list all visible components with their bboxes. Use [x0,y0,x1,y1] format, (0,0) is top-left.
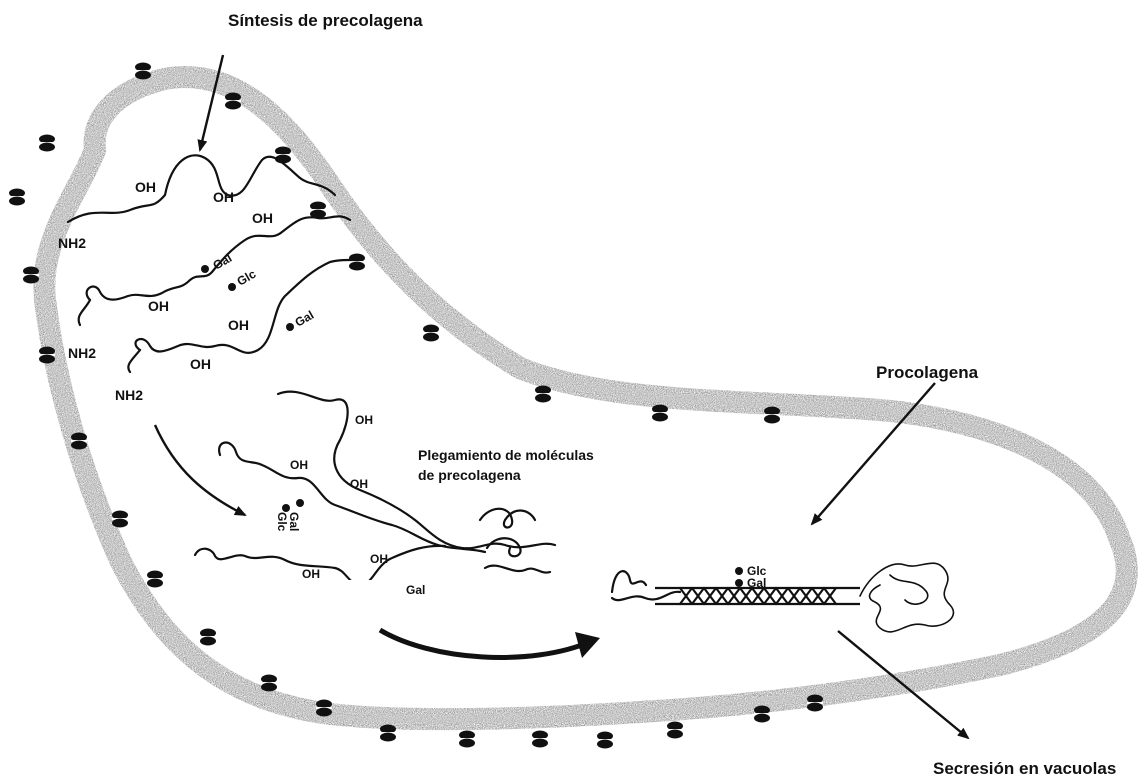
membrane-receptor-icon [225,93,241,110]
sugar-dot-icon [282,504,290,512]
membrane-receptor-icon [764,407,780,424]
membrane-receptor-icon [200,629,216,646]
membrane-receptor-icon [807,695,823,712]
membrane-receptor-icon [71,433,87,450]
membrane-receptor-icon [652,405,668,422]
membrane-receptor-icon [349,254,365,271]
nh2-label: NH2 [68,345,96,361]
membrane-receptor-icon [667,722,683,739]
membrane-receptor-icon [316,700,332,717]
sugar-dot-icon [296,499,304,507]
membrane-receptor-icon [261,675,277,692]
oh-label: OH [370,552,388,566]
oh-label: OH [135,179,156,195]
gal-label: Gal [747,576,766,590]
synthesis-label: Síntesis de precolagena [228,11,423,30]
helix-left-tail-1 [612,571,680,600]
nh2-label: NH2 [58,235,86,251]
membrane-receptor-icon [112,511,128,528]
membrane-receptor-icon [147,571,163,588]
cell-membrane [44,77,1127,719]
oh-label: OH [355,413,373,427]
arrow-transport-curve [380,630,592,657]
folding-label-line2: de precolagena [418,467,521,483]
arrow-folding [155,425,245,515]
membrane-receptor-icon [380,725,396,742]
oh-label: OH [302,567,320,581]
oh-label: OH [228,317,249,333]
strand-3-tail [128,350,140,372]
sugar-dot-icon [201,265,209,273]
oh-label: OH [148,298,169,314]
oh-label: OH [213,189,234,205]
glc-label: Glc [275,512,289,532]
membrane-receptor-icon [597,732,613,749]
sugar-dot-icon [735,567,743,575]
membrane-receptor-icon [459,731,475,748]
procollagen-label: Procolagena [876,363,979,382]
oh-label: OH [252,210,273,226]
procollagen-helix [612,563,953,632]
membrane-receptor-icon [23,267,39,284]
fold-mask [170,580,560,606]
membrane-receptor-icon [754,706,770,723]
membrane-receptor-icon [275,147,291,164]
fold-loops [480,509,550,573]
sugar-dot-icon [228,283,236,291]
arrow-transport-head [575,632,600,658]
membrane-receptor-icon [532,731,548,748]
strand-1 [68,155,335,222]
membrane-receptor-icon [423,325,439,342]
fold-strand-3 [195,546,445,585]
oh-label: OH [190,356,211,372]
sugar-dot-icon [735,579,743,587]
secretion-label: Secresión en vacuolas [933,759,1116,778]
membrane-receptor-icon [39,135,55,152]
gal-label: Gal [406,583,425,597]
membrane-receptor-icon [310,202,326,219]
membrane-receptor-icon [135,63,151,80]
strand-2-tail [79,300,90,325]
oh-label: OH [290,458,308,472]
membrane-receptor-icon [535,386,551,403]
oh-label: OH [350,477,368,491]
sugar-dot-icon [286,323,294,331]
gal-label: Gal [293,308,317,330]
membrane-receptor-icon [39,347,55,364]
membrane-receptor-icon [9,189,25,206]
folding-label-line1: Plegamiento de moléculas [418,447,594,463]
helix-right-globule [860,563,953,632]
glc-label: Glc [235,267,259,289]
nh2-label: NH2 [115,387,143,403]
